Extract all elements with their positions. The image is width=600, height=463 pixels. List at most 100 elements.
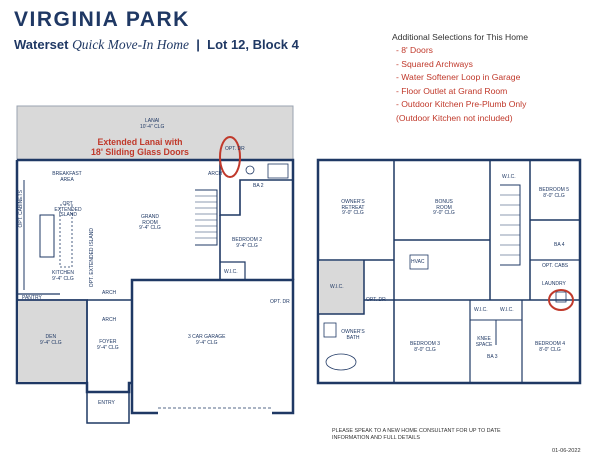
foyer-walls <box>87 299 133 383</box>
room-ba3: BA 3 <box>487 354 498 360</box>
callout-line-2: 18' Sliding Glass Doors <box>91 147 189 157</box>
opt-cabinets-label: OPT. CABINETS <box>18 190 24 228</box>
room-name: 3 CAR GARAGE <box>188 334 226 340</box>
room-name: FOYER <box>99 339 117 345</box>
ba2-walls <box>219 160 293 216</box>
room-ba2: BA 2 <box>253 183 264 189</box>
arch-label: ARCH <box>102 317 117 323</box>
room-wic-owner: W.I.C. <box>330 284 344 290</box>
room-bedroom4: BEDROOM 4 8'-0" CLG <box>535 341 566 353</box>
wic-walls <box>220 261 246 280</box>
room-ceiling: 8'-0" CLG <box>414 346 436 353</box>
room-laundry: LAUNDRY <box>542 281 566 287</box>
room-grand: GRAND ROOM 9'-4" CLG <box>136 214 164 232</box>
laundry-callout-marker <box>548 289 574 311</box>
second-floor-plan <box>316 158 582 385</box>
exterior-wall-north-east <box>17 158 295 280</box>
first-floor-plan <box>15 105 295 424</box>
room-wic-b3: W.I.C. <box>474 307 488 313</box>
hvac-unit <box>409 254 429 270</box>
owner-bath-wall <box>364 299 395 383</box>
room-ceiling: 8'-0" CLG <box>543 192 565 199</box>
room-ceiling: 8'-0" CLG <box>539 346 561 353</box>
garage-walls <box>130 278 295 415</box>
owner-wic-fill <box>319 261 364 314</box>
room-name: BREAKFAST AREA <box>52 171 82 183</box>
stairs-2nd-treads <box>500 194 520 256</box>
knee-space-label: KNEE SPACE <box>475 336 493 348</box>
entry-label: ENTRY <box>98 400 115 406</box>
lot-block: Lot 12, Block 4 <box>207 37 299 52</box>
home-type: Quick Move-In Home <box>72 37 190 52</box>
arch-label: ARCH <box>208 171 223 177</box>
room-ceiling: 9'-4" CLG <box>195 339 218 346</box>
room-name: BONUS ROOM <box>435 199 453 211</box>
room-ceiling: 9'-4" CLG <box>40 339 62 346</box>
opt-dr-label-3: OPT. DR <box>366 297 386 303</box>
room-ceiling: 9'-4" CLG <box>139 225 161 232</box>
room-wic-b4: W.I.C. <box>500 307 514 313</box>
bath-vanity <box>323 322 337 338</box>
disclaimer-line-1: PLEASE SPEAK TO A NEW HOME CONSULTANT FO… <box>332 428 501 434</box>
toilet <box>245 165 255 175</box>
room-name: BEDROOM 3 <box>410 341 441 347</box>
room-wic: W.I.C. <box>224 269 238 275</box>
room-bonus: BONUS ROOM 9'-0" CLG <box>432 199 456 217</box>
room-name: DEN <box>45 334 57 340</box>
selections-list: - 8' Doors - Squared Archways - Water So… <box>396 44 526 126</box>
opt-dr-label: OPT. DR <box>225 146 245 152</box>
extended-island <box>59 204 73 268</box>
opt-island-label-2: OPT. EXTENDED ISLAND <box>89 228 95 288</box>
room-pantry: PANTRY <box>22 295 42 301</box>
room-breakfast: BREAKFAST AREA <box>52 171 82 183</box>
plan-subtitle: Waterset Quick Move-In Home | Lot 12, Bl… <box>14 37 299 53</box>
plan-title: VIRGINIA PARK <box>14 8 190 31</box>
room-name: LANAI <box>144 118 160 124</box>
room-ceiling: 9'-4" CLG <box>52 275 74 282</box>
selections-heading: Additional Selections for This Home <box>392 32 528 42</box>
den-fill <box>18 301 86 382</box>
room-name: BEDROOM 4 <box>535 341 566 347</box>
laundry-box <box>555 291 567 303</box>
room-name: BEDROOM 5 <box>539 187 570 193</box>
bathtub <box>325 353 357 371</box>
owner-wic-wall <box>318 260 365 315</box>
disclaimer: PLEASE SPEAK TO A NEW HOME CONSULTANT FO… <box>332 428 501 442</box>
room-wic-top: W.I.C. <box>502 174 516 180</box>
room-ceiling: 9'-4" CLG <box>236 242 258 249</box>
room-name: OWNER'S RETREAT <box>341 199 365 211</box>
room-garage: 3 CAR GARAGE 9'-4" CLG <box>188 334 226 346</box>
room-owners-bath: OWNER'S BATH <box>341 329 365 341</box>
selection-item: - Water Softener Loop in Garage <box>396 72 521 83</box>
callout-line-1: Extended Lanai with <box>97 137 183 147</box>
stairs-outline <box>195 189 218 246</box>
room-foyer: FOYER 9'-4" CLG <box>97 339 119 351</box>
kitchen-island <box>39 214 55 258</box>
community-name: Waterset <box>14 37 69 52</box>
subtitle-separator: | <box>196 37 200 52</box>
shower <box>267 163 289 179</box>
opt-cabs-label: OPT. CABS <box>542 263 569 269</box>
room-owners-retreat: OWNER'S RETREAT 9'-0" CLG <box>338 199 368 217</box>
room-name: GRAND ROOM <box>140 214 160 226</box>
opt-island-label: OPT. EXTENDED ISLAND <box>54 201 82 219</box>
room-kitchen: KITCHEN 9'-4" CLG <box>52 270 74 282</box>
room-bedroom2: BEDROOM 2 9'-4" CLG <box>232 237 262 249</box>
stairs-treads <box>195 195 217 239</box>
disclaimer-line-2: INFORMATION AND FULL DETAILS <box>332 435 420 441</box>
arch-label: ARCH <box>102 290 117 296</box>
hvac-label: HVAC <box>411 259 425 265</box>
room-bedroom5: BEDROOM 5 8'-0" CLG <box>539 187 570 199</box>
selection-item: - Squared Archways <box>396 58 473 69</box>
opt-dr-label-2: OPT. DR <box>270 299 290 305</box>
lanai-callout-marker <box>219 136 241 178</box>
room-ceiling: 9'-0" CLG <box>342 210 364 217</box>
room-ceiling: 9'-0" CLG <box>433 210 455 217</box>
second-floor-exterior <box>316 158 582 385</box>
room-ceiling: 10'-4" CLG <box>140 123 165 130</box>
room-bedroom3: BEDROOM 3 8'-0" CLG <box>410 341 441 353</box>
room-ba4: BA 4 <box>554 242 565 248</box>
selection-item: - Outdoor Kitchen Pre-Plumb Only <box>396 99 527 110</box>
room-ceiling: 9'-4" CLG <box>97 344 119 351</box>
